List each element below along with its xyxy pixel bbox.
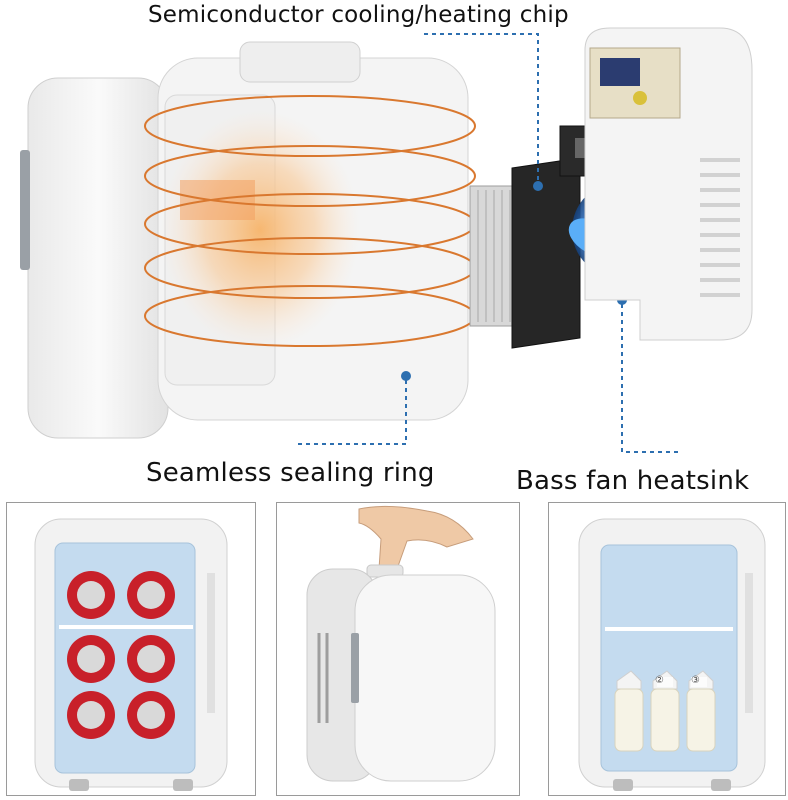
fridge-with-cans bbox=[34, 518, 228, 791]
chip-label: Semiconductor cooling/heating chip bbox=[148, 2, 569, 28]
fridge-with-bottles bbox=[578, 518, 766, 791]
exploded-view: Semiconductor cooling/heating chip Seaml… bbox=[20, 2, 753, 496]
panel-cans bbox=[6, 502, 256, 796]
bottle-callout-two: ② bbox=[655, 675, 664, 686]
leader-lines bbox=[298, 33, 680, 453]
back-housing bbox=[584, 27, 753, 341]
can-icon bbox=[67, 571, 175, 739]
chip-callout-dot bbox=[533, 181, 543, 191]
exploded-view-graphic bbox=[20, 27, 753, 453]
fridge-body bbox=[157, 41, 469, 421]
bottle-icon bbox=[614, 670, 716, 752]
fridge-carried-by-hand bbox=[306, 505, 496, 782]
bottle-callout-three: ③ bbox=[691, 675, 700, 686]
hand-icon bbox=[358, 505, 474, 570]
panel-bottles: ② ③ bbox=[548, 502, 786, 796]
seal-callout-dot bbox=[401, 371, 411, 381]
fridge-door bbox=[20, 77, 169, 439]
seal-label: Seamless sealing ring bbox=[146, 458, 435, 488]
panel-carry bbox=[276, 502, 520, 796]
fan-label: Bass fan heatsink bbox=[516, 466, 750, 496]
